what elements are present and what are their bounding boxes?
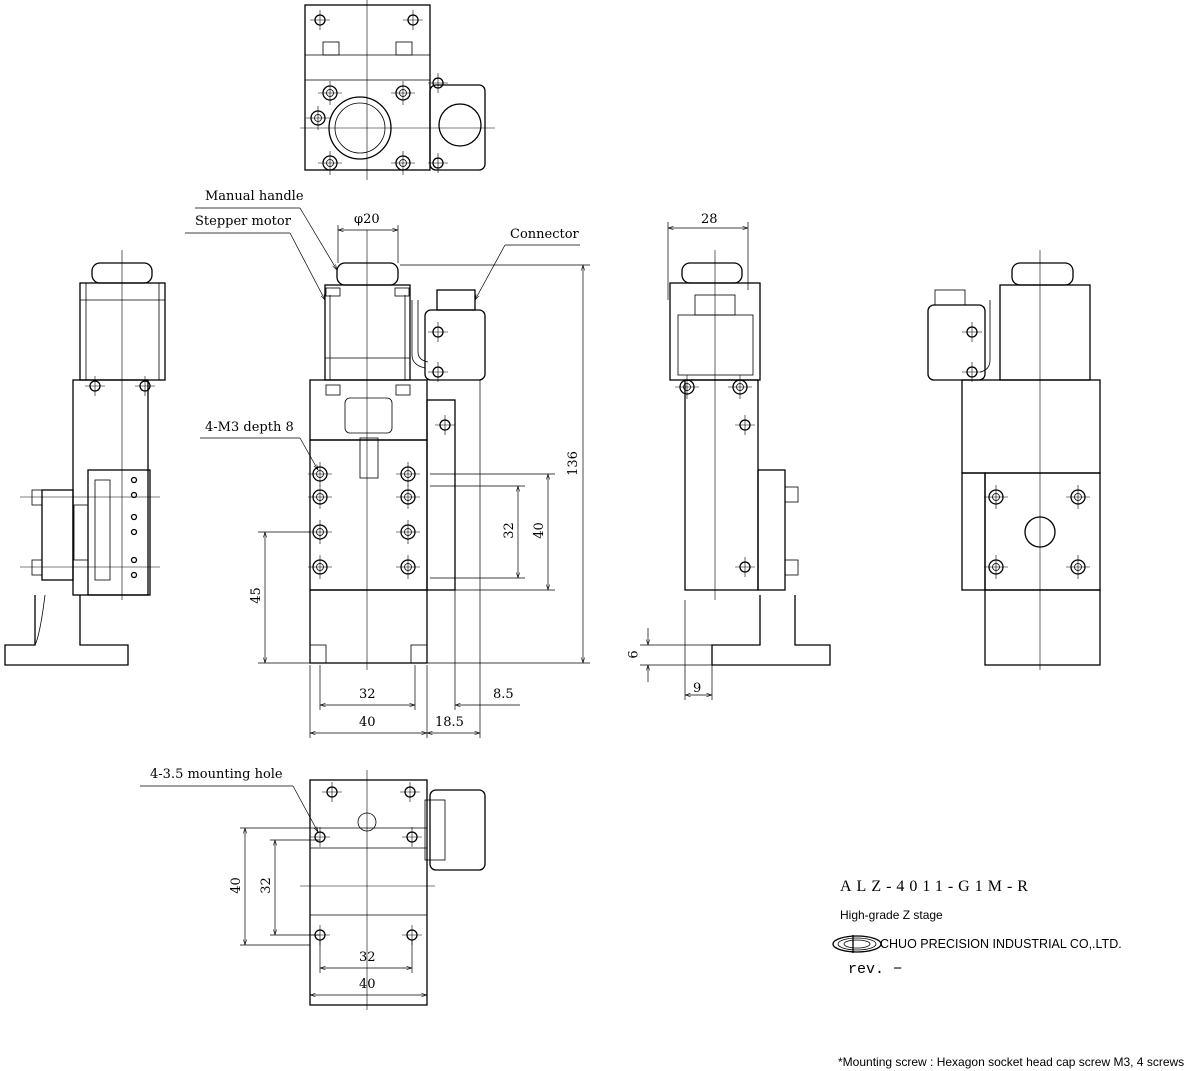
- revision: rev. −: [848, 961, 903, 978]
- callout-leaders: [140, 207, 580, 832]
- bottom-view: [300, 770, 486, 1010]
- dim-hole-pitch-v-inner: 32: [501, 522, 517, 539]
- dimension-lines: [240, 222, 749, 1005]
- model-number: ALZ-4011-G1M-R: [840, 878, 1033, 895]
- tapped-holes-label: 4-M3 depth 8: [205, 420, 294, 435]
- company-name: CHUO PRECISION INDUSTRIAL CO,.LTD.: [880, 937, 1122, 951]
- company-logo: [832, 935, 882, 953]
- product-description: High-grade Z stage: [840, 908, 943, 922]
- dim-hole-pitch-h: 32: [359, 687, 376, 702]
- dim-bottom-h-outer: 40: [359, 977, 376, 992]
- dim-bottom-v-inner: 32: [258, 877, 274, 894]
- dim-width: 40: [359, 715, 376, 730]
- connector-label: Connector: [510, 227, 579, 242]
- dim-side-width: 28: [701, 212, 718, 227]
- stepper-motor-label: Stepper motor: [195, 214, 291, 229]
- back-view: [927, 250, 1101, 670]
- dim-hole-pitch-v-outer: 40: [531, 522, 547, 539]
- dim-table-height: 45: [248, 587, 264, 604]
- dim-bottom-v-outer: 40: [228, 877, 244, 894]
- dim-rail-offset: 8.5: [493, 687, 514, 702]
- dim-handle-diameter: φ20: [354, 212, 380, 227]
- top-view: [300, 0, 495, 180]
- dim-base-thickness: 6: [626, 650, 642, 659]
- manual-handle-label: Manual handle: [205, 189, 304, 204]
- right-side-view: [669, 250, 831, 666]
- mounting-screw-note: *Mounting screw : Hexagon socket head ca…: [838, 1055, 1185, 1069]
- dim-base-offset: 9: [693, 681, 702, 696]
- dim-bottom-h-inner: 32: [359, 950, 376, 965]
- dim-overall-height: 136: [565, 451, 581, 476]
- dim-connector-offset: 18.5: [435, 715, 464, 730]
- front-view: [307, 230, 486, 670]
- left-side-view: [4, 250, 166, 666]
- mounting-holes-label: 4-3.5 mounting hole: [150, 767, 283, 782]
